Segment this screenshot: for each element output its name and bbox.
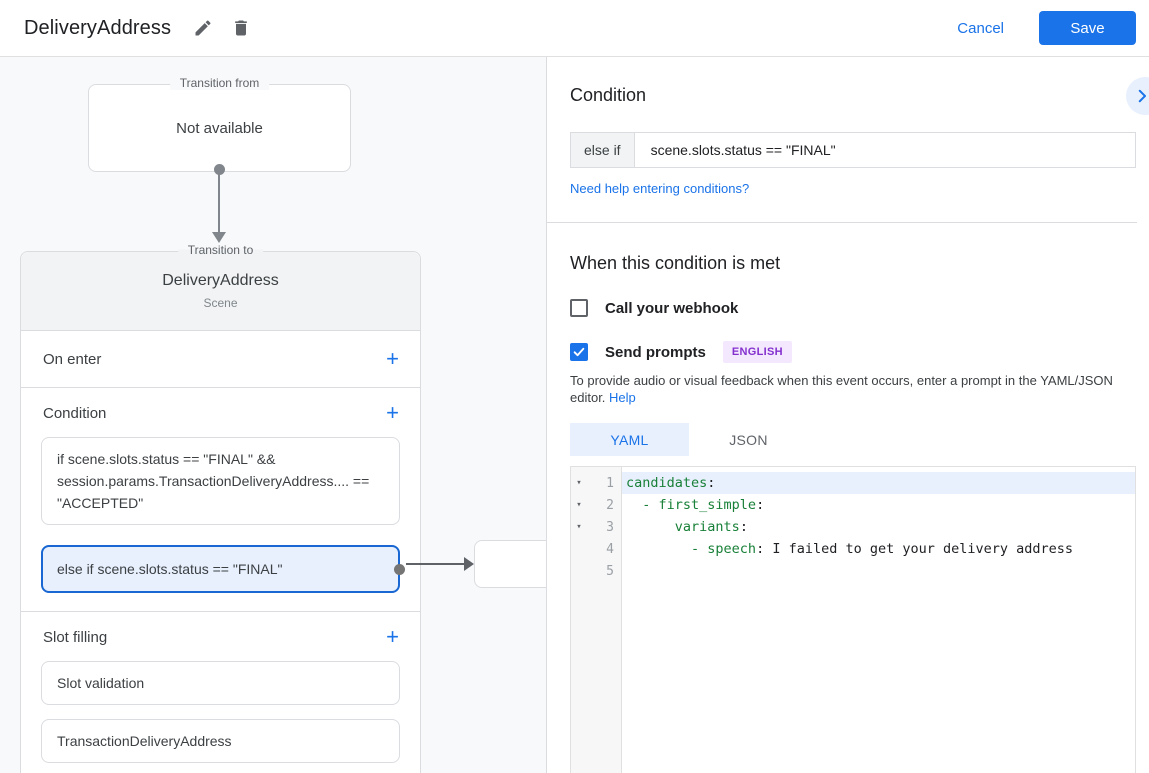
editor-gutter-row: ▾2 (571, 494, 621, 516)
top-bar: DeliveryAddress Cancel Save (0, 0, 1149, 57)
fold-arrow-icon[interactable]: ▾ (576, 500, 582, 510)
condition-met-heading: When this condition is met (570, 253, 781, 273)
code-line[interactable]: - speech: I failed to get your delivery … (691, 541, 1074, 557)
scene-flow-canvas: Transition from Not available Transition… (0, 57, 547, 773)
fold-arrow-icon[interactable]: ▾ (576, 478, 582, 488)
add-on-enter-button[interactable]: + (386, 346, 399, 371)
editor-code[interactable]: candidates: - first_simple: variants: - … (622, 467, 1135, 773)
transition-target-box[interactable] (474, 540, 546, 588)
editor-gutter-row: 5 (571, 560, 621, 582)
page-title: DeliveryAddress (24, 16, 172, 39)
pencil-icon (195, 20, 211, 36)
cancel-button[interactable]: Cancel (957, 19, 1004, 37)
send-prompts-checkbox[interactable] (570, 343, 588, 361)
code-line[interactable]: - first_simple: (642, 497, 765, 513)
condition-prefix: else if (571, 133, 635, 167)
code-line[interactable]: candidates: (622, 472, 1135, 494)
slot-item-delivery-address[interactable]: TransactionDeliveryAddress (41, 719, 400, 763)
condition-output-dot (394, 564, 405, 575)
panel-title: Condition (570, 85, 647, 105)
condition-expression-field: else if scene.slots.status == "FINAL" (570, 132, 1136, 168)
transition-to-label: Transition to (177, 243, 264, 257)
conditions-help-link[interactable]: Need help entering conditions? (570, 181, 750, 196)
line-number: 5 (606, 563, 614, 579)
condition-expression-input[interactable]: scene.slots.status == "FINAL" (650, 142, 836, 158)
line-number: 4 (606, 541, 614, 557)
code-line[interactable]: variants: (674, 519, 748, 535)
transition-connector-line (406, 563, 465, 565)
add-slot-button[interactable]: + (386, 624, 399, 649)
delete-button[interactable] (229, 16, 253, 40)
tab-json[interactable]: JSON (729, 431, 768, 448)
send-prompts-label: Send prompts (605, 343, 706, 361)
tab-yaml[interactable]: YAML (570, 423, 689, 456)
prompts-help-link[interactable]: Help (609, 390, 636, 405)
fold-arrow-icon[interactable]: ▾ (576, 522, 582, 532)
editor-tabs: YAML JSON (570, 423, 1137, 456)
scene-card: Transition to DeliveryAddress Scene On e… (20, 243, 421, 773)
condition-item-selected[interactable]: else if scene.slots.status == "FINAL" (41, 545, 405, 593)
line-number: 3 (606, 519, 614, 535)
condition-item[interactable]: if scene.slots.status == "FINAL" && sess… (41, 437, 400, 525)
language-badge: ENGLISH (722, 341, 792, 363)
scene-card-header: Transition to DeliveryAddress Scene (21, 243, 420, 331)
condition-section-label: Condition (43, 404, 107, 422)
on-enter-label: On enter (43, 350, 102, 368)
code-line[interactable] (622, 560, 1135, 582)
scene-card-subtitle: Scene (203, 296, 238, 310)
check-icon (573, 347, 585, 357)
on-enter-section: On enter + (21, 331, 420, 388)
prompts-description: To provide audio or visual feedback when… (570, 373, 1113, 405)
save-button[interactable]: Save (1039, 11, 1136, 45)
add-condition-button[interactable]: + (386, 400, 399, 425)
editor-gutter-row: ▾3 (571, 516, 621, 538)
line-number: 2 (606, 497, 614, 513)
editor-gutter-row: ▾1 (571, 472, 621, 494)
condition-section: Condition + if scene.slots.status == "FI… (21, 388, 420, 612)
transition-from-label: Transition from (169, 76, 270, 90)
send-prompts-row: Send prompts ENGLISH (570, 341, 1137, 363)
condition-detail-panel: Condition else if scene.slots.status == … (547, 57, 1149, 773)
webhook-label: Call your webhook (605, 299, 739, 317)
webhook-row: Call your webhook (570, 299, 1137, 317)
scene-card-title: DeliveryAddress (162, 272, 279, 289)
chevron-right-icon (1138, 89, 1146, 103)
collapse-panel-button[interactable] (1126, 77, 1149, 115)
edit-button[interactable] (191, 16, 215, 40)
section-divider (21, 611, 420, 612)
line-number: 1 (606, 475, 614, 491)
trash-icon (235, 20, 247, 36)
transition-from-value: Not available (176, 119, 263, 137)
transition-from-box[interactable]: Transition from Not available (88, 76, 351, 172)
slot-filling-section-label: Slot filling (43, 628, 108, 646)
editor-gutter-row: 4 (571, 538, 621, 560)
flow-connector-line (218, 173, 220, 233)
flow-arrow-down-icon (212, 232, 226, 243)
panel-divider (547, 222, 1137, 223)
flow-arrow-right-icon (464, 557, 474, 571)
flow-connector-dot (214, 164, 225, 175)
slot-filling-section: Slot filling + Slot validation Transacti… (21, 612, 420, 763)
slot-item-validation[interactable]: Slot validation (41, 661, 400, 705)
webhook-checkbox[interactable] (570, 299, 588, 317)
